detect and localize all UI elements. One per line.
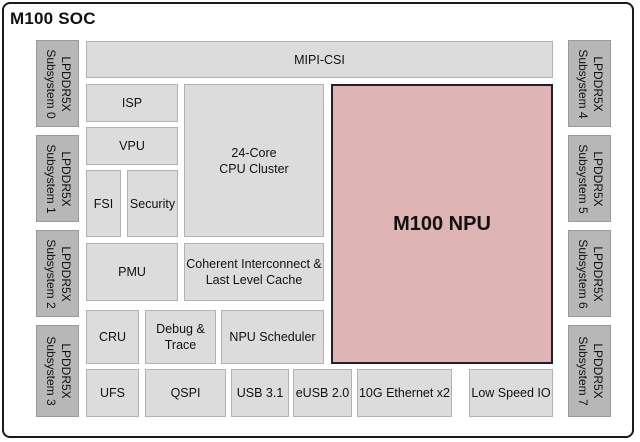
lpddr-label: LPDDR5X Subsystem 6: [575, 238, 605, 309]
lpddr-label: LPDDR5X Subsystem 7: [575, 336, 605, 406]
soc-title: M100 SOC: [10, 9, 96, 28]
debug-trace-block: Debug & Trace: [145, 310, 216, 364]
isp-block: ISP: [86, 84, 178, 122]
lpddr-subsystem-6: LPDDR5X Subsystem 6: [568, 230, 611, 317]
lpddr-subsystem-4: LPDDR5X Subsystem 4: [568, 40, 611, 127]
lpddr-label: LPDDR5X Subsystem 2: [43, 238, 73, 309]
fsi-block: FSI: [86, 170, 121, 237]
lpddr-label: LPDDR5X Subsystem 3: [43, 336, 73, 406]
ethernet-block: 10G Ethernet x2: [357, 369, 452, 417]
lpddr-subsystem-5: LPDDR5X Subsystem 5: [568, 135, 611, 222]
coherent-interconnect-block: Coherent Interconnect & Last Level Cache: [184, 243, 324, 301]
lpddr-label: LPDDR5X Subsystem 1: [43, 143, 73, 214]
cpu-cluster-block: 24-Core CPU Cluster: [184, 84, 324, 237]
lpddr-subsystem-7: LPDDR5X Subsystem 7: [568, 325, 611, 417]
vpu-block: VPU: [86, 127, 178, 165]
qspi-block: QSPI: [145, 369, 226, 417]
npu-scheduler-block: NPU Scheduler: [221, 310, 324, 364]
npu-block: M100 NPU: [331, 84, 553, 364]
low-speed-io-block: Low Speed IO: [469, 369, 553, 417]
mipi-csi-block: MIPI-CSI: [86, 41, 553, 78]
cru-block: CRU: [86, 310, 139, 364]
pmu-block: PMU: [86, 243, 178, 301]
lpddr-label: LPDDR5X Subsystem 0: [43, 48, 73, 119]
eusb-block: eUSB 2.0: [293, 369, 352, 417]
lpddr-subsystem-2: LPDDR5X Subsystem 2: [36, 230, 79, 317]
lpddr-subsystem-3: LPDDR5X Subsystem 3: [36, 325, 79, 417]
usb-block: USB 3.1: [231, 369, 289, 417]
ufs-block: UFS: [86, 369, 139, 417]
security-block: Security: [127, 170, 178, 237]
lpddr-label: LPDDR5X Subsystem 5: [575, 143, 605, 214]
lpddr-label: LPDDR5X Subsystem 4: [575, 48, 605, 119]
lpddr-subsystem-1: LPDDR5X Subsystem 1: [36, 135, 79, 222]
lpddr-subsystem-0: LPDDR5X Subsystem 0: [36, 40, 79, 127]
